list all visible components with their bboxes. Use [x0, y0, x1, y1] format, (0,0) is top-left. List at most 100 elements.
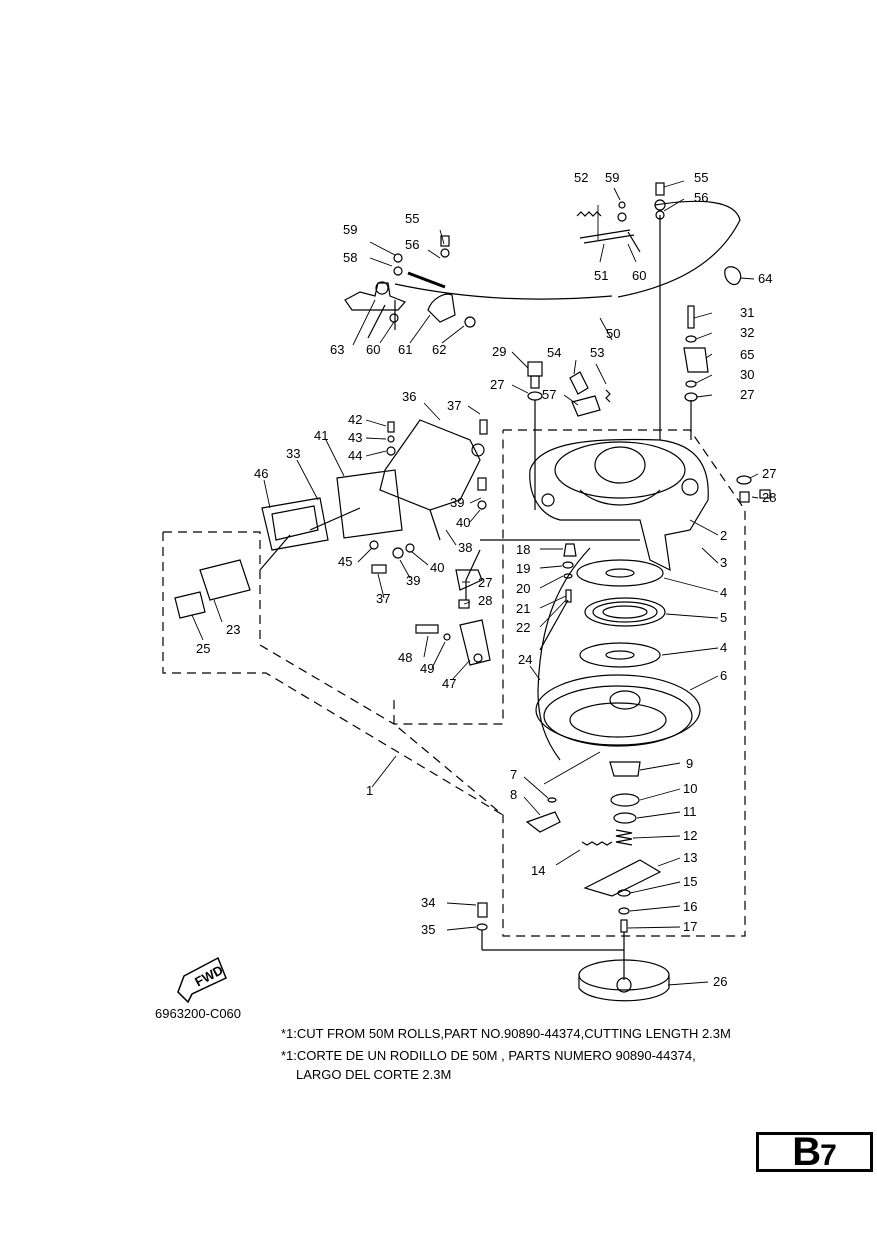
part-label: 39	[450, 495, 464, 510]
part-label: 30	[740, 367, 754, 382]
section-badge: B7	[756, 1132, 873, 1172]
throttle-cable	[394, 200, 741, 300]
forward-arrow-icon: FWD	[177, 956, 227, 1004]
handle-bracket-36	[379, 419, 485, 541]
part-label: 25	[196, 641, 210, 656]
footnote-spanish: *1:CORTE DE UN RODILLO DE 50M , PARTS NU…	[281, 1048, 696, 1063]
part-label: 60	[632, 268, 646, 283]
part-label: 27	[762, 466, 776, 481]
part-label: 27	[490, 377, 504, 392]
part-label: 44	[348, 448, 362, 463]
part-label: 34	[421, 895, 435, 910]
part-label: 37	[376, 591, 390, 606]
damper-upper	[576, 559, 664, 587]
part-label: 32	[740, 325, 754, 340]
part-label: 41	[314, 428, 328, 443]
part-label: 49	[420, 661, 434, 676]
part-label: 10	[683, 781, 697, 796]
part-label: 59	[605, 170, 619, 185]
part-label: 55	[405, 211, 419, 226]
section-number: 7	[820, 1139, 837, 1172]
part-label: 3	[720, 555, 727, 570]
part-label: 40	[456, 515, 470, 530]
spring-14	[581, 841, 613, 846]
pawl-57	[571, 395, 601, 417]
part-label: 40	[430, 560, 444, 575]
part-label: 53	[590, 345, 604, 360]
part-label: 65	[740, 347, 754, 362]
part-label: 37	[447, 398, 461, 413]
part-label: 9	[686, 756, 693, 771]
pawl-plate-13	[583, 859, 662, 897]
handle-group-boundary-dashed	[163, 430, 504, 725]
part-label: 14	[531, 863, 545, 878]
part-label: 5	[720, 610, 727, 625]
part-label: 63	[330, 342, 344, 357]
part-label: 61	[398, 342, 412, 357]
part-label: 24	[518, 652, 532, 667]
part-label: 28	[762, 490, 776, 505]
part-label: 50	[606, 326, 620, 341]
starter-handle-group	[174, 469, 403, 619]
part-label: 33	[286, 446, 300, 461]
throttle-cam-bracket	[344, 281, 456, 339]
part-label: 28	[478, 593, 492, 608]
part-label: 19	[516, 561, 530, 576]
part-label: 13	[683, 850, 697, 865]
part-label: 6	[720, 668, 727, 683]
part-label: 57	[542, 387, 556, 402]
pawl-8	[525, 811, 561, 833]
part-label: 20	[516, 581, 530, 596]
part-label: 27	[478, 575, 492, 590]
part-label: 62	[432, 342, 446, 357]
part-label: 7	[510, 767, 517, 782]
part-label: 58	[343, 250, 357, 265]
sleeve-9	[609, 761, 641, 777]
part-label: 12	[683, 828, 697, 843]
starter-pulley	[578, 959, 670, 1002]
part-label: 26	[713, 974, 727, 989]
part-label: 42	[348, 412, 362, 427]
part-label: 38	[458, 540, 472, 555]
damper-lower	[579, 642, 661, 668]
part-label: 54	[547, 345, 561, 360]
part-label: 4	[720, 640, 727, 655]
part-label: 45	[338, 554, 352, 569]
link-rod	[579, 229, 635, 244]
part-label: 52	[574, 170, 588, 185]
spring-53	[605, 389, 611, 403]
plate-65	[683, 347, 709, 373]
part-label: 16	[683, 899, 697, 914]
starter-case	[529, 438, 709, 572]
part-label: 1	[366, 783, 373, 798]
part-label: 55	[694, 170, 708, 185]
part-label: 64	[758, 271, 772, 286]
part-label: 59	[343, 222, 357, 237]
part-label: 2	[720, 528, 727, 543]
part-label: 43	[348, 430, 362, 445]
part-label: 17	[683, 919, 697, 934]
part-label: 35	[421, 922, 435, 937]
grip-group-boundary-dashed	[162, 532, 504, 816]
part-label: 15	[683, 874, 697, 889]
guide-47	[459, 619, 491, 666]
rope-drum	[535, 674, 701, 747]
part-label: 21	[516, 601, 530, 616]
part-label: 46	[254, 466, 268, 481]
part-label: 4	[720, 585, 727, 600]
spring-52	[576, 211, 602, 217]
part-label: 56	[405, 237, 419, 252]
part-label: 39	[406, 573, 420, 588]
part-label: 56	[694, 190, 708, 205]
part-label: 27	[740, 387, 754, 402]
footnote-spanish-cont: LARGO DEL CORTE 2.3M	[296, 1067, 452, 1082]
part-label: 31	[740, 305, 754, 320]
part-label: 51	[594, 268, 608, 283]
footnote-english: *1:CUT FROM 50M ROLLS,PART NO.90890-4437…	[281, 1026, 731, 1041]
part-label: 22	[516, 620, 530, 635]
part-label: 29	[492, 344, 506, 359]
part-label: 23	[226, 622, 240, 637]
part-label: 8	[510, 787, 517, 802]
part-label: 48	[398, 650, 412, 665]
